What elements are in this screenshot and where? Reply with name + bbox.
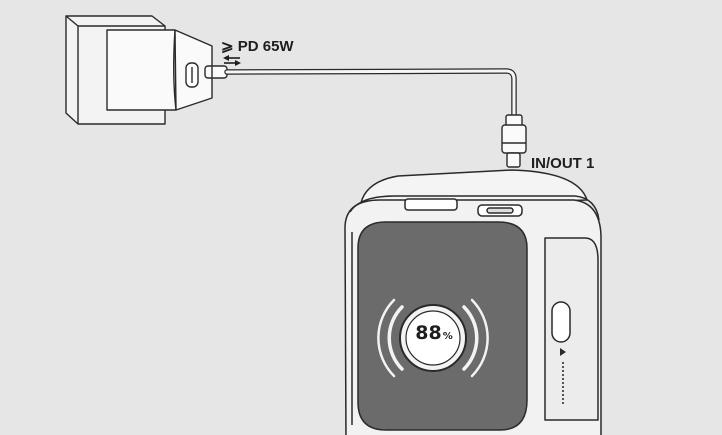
charger-power-label: ⩾ PD 65W: [221, 38, 294, 55]
charger-plug: [204, 65, 228, 79]
battery-percent-value: 88: [415, 322, 442, 344]
battery-indicator: [377, 298, 489, 378]
usb-c-cable: [224, 68, 517, 125]
insert-arrows-icon: [223, 55, 241, 66]
side-button: [551, 301, 571, 343]
percent-symbol: %: [442, 331, 453, 342]
port-label: IN/OUT 1: [531, 155, 595, 172]
wall-charger: [106, 29, 213, 111]
battery-percentage: 88%: [412, 322, 456, 344]
cable-connector: [501, 114, 527, 168]
